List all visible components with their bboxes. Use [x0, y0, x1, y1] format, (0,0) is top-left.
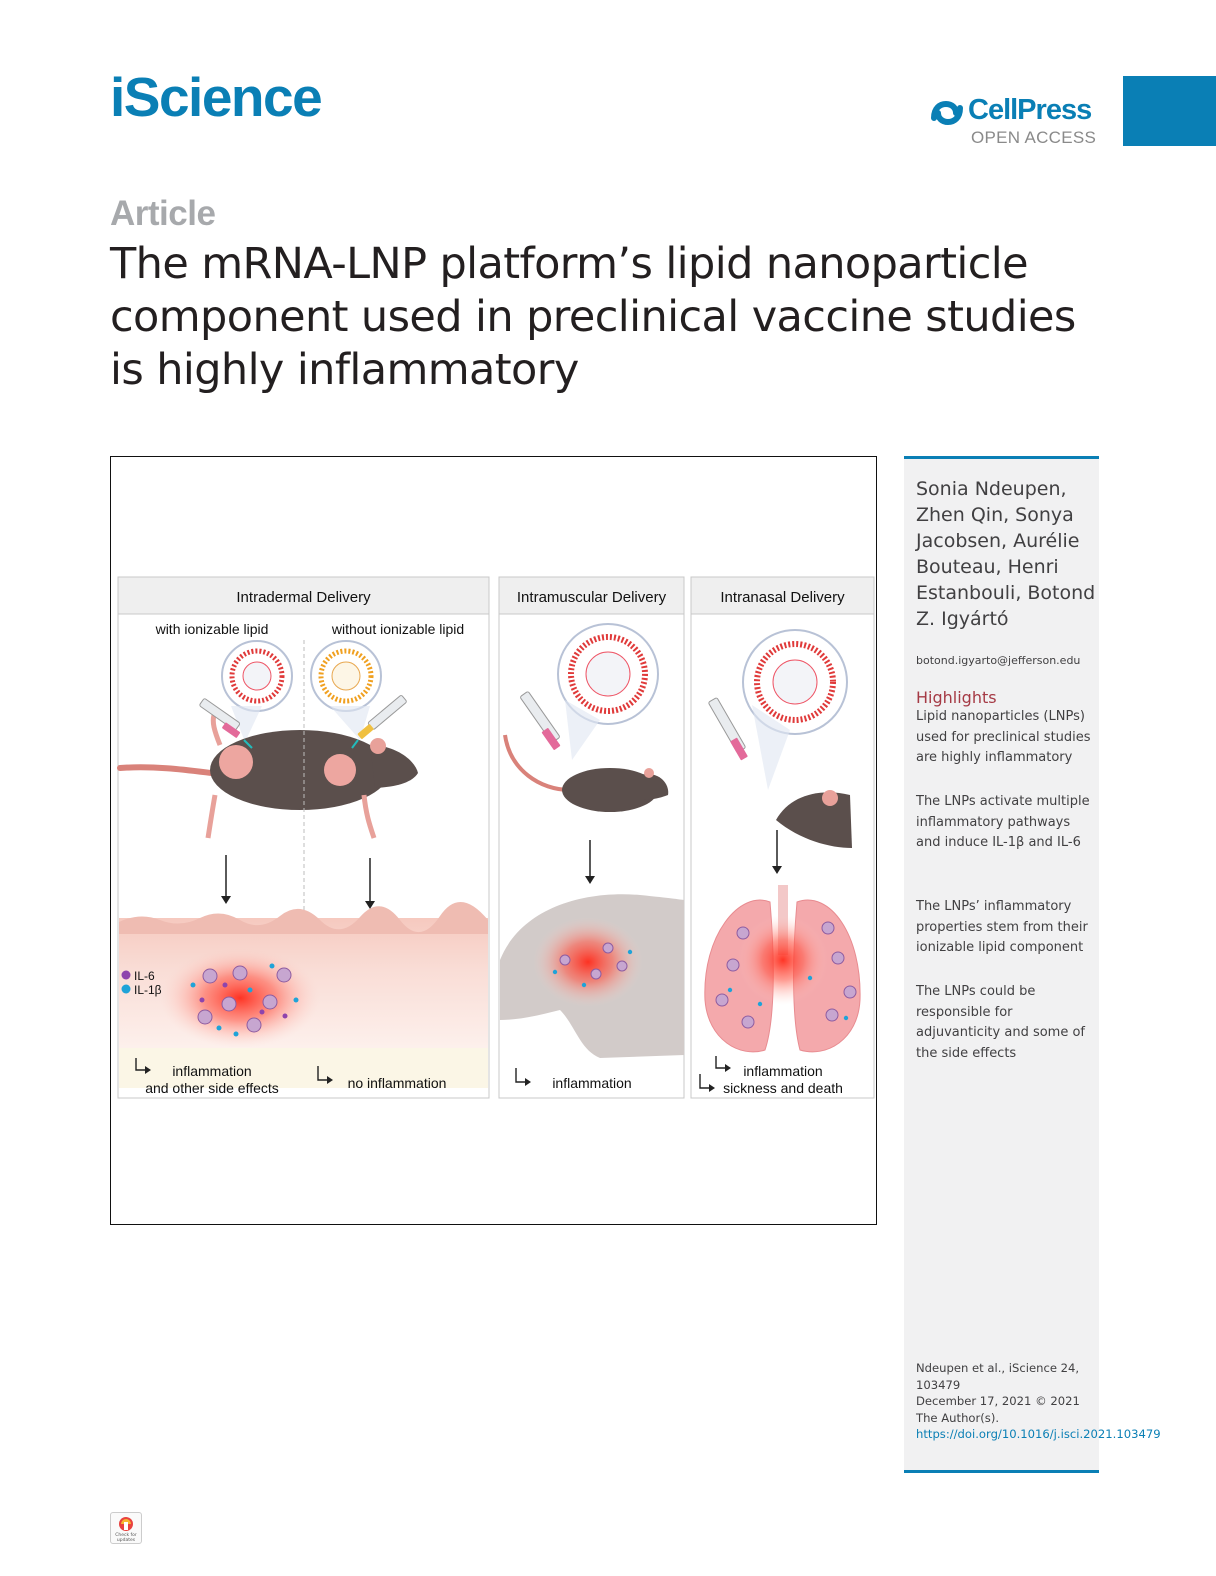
- citation-date: December 17, 2021 © 2021 The Author(s).: [916, 1394, 1080, 1425]
- citation-reference: Ndeupen et al., iScience 24, 103479: [916, 1361, 1080, 1392]
- panel-title-intranasal: Intranasal Delivery: [720, 589, 845, 606]
- syringe-icon: [520, 691, 561, 750]
- legend-il1b: IL-1β: [134, 983, 162, 997]
- syringe-icon: [199, 698, 253, 749]
- article-title: The mRNA-LNP platform’s lipid nanopartic…: [110, 239, 1076, 395]
- update-badge-icon: [119, 1517, 133, 1531]
- syringe-icon: [351, 695, 407, 749]
- label-without-ionizable-lipid: without ionizable lipid: [331, 621, 464, 637]
- cellpress-icon: [931, 100, 963, 126]
- corner-accent-bar: [1123, 76, 1216, 146]
- lnp-orange-icon: [310, 640, 382, 712]
- outcome-no-inflammation: no inflammation: [348, 1075, 447, 1091]
- mouse-head-icon: [776, 790, 852, 848]
- outcome-side-effects: and other side effects: [145, 1080, 279, 1096]
- check-for-updates-button[interactable]: Check for updates: [110, 1512, 142, 1544]
- article-type: Article: [110, 194, 216, 233]
- outcome-inflammation: inflammation: [172, 1063, 251, 1079]
- outcome-sickness-death: sickness and death: [723, 1080, 843, 1096]
- syringe-icon: [708, 697, 748, 761]
- lnp-red-icon: [221, 640, 293, 712]
- highlight-item: Lipid nanoparticles (LNPs) used for prec…: [916, 709, 1091, 765]
- label-with-ionizable-lipid: with ionizable lipid: [155, 621, 269, 637]
- journal-logo: iScience: [110, 66, 323, 128]
- corresponding-email[interactable]: botond.igyarto@jefferson.edu: [916, 654, 1081, 667]
- panel-title-intradermal: Intradermal Delivery: [236, 589, 371, 606]
- mouse-icon: [503, 734, 669, 812]
- panel-title-intramuscular: Intramuscular Delivery: [517, 589, 667, 606]
- panel-intranasal: Intranasal Delivery: [690, 576, 875, 1099]
- lnp-red-icon: [557, 623, 659, 725]
- mouse-icon: [117, 714, 418, 839]
- highlights-heading: Highlights: [916, 688, 997, 707]
- highlight-item: The LNPs’ inflammatory properties stem f…: [916, 899, 1088, 955]
- legend-il6: IL-6: [134, 969, 155, 983]
- lnp-red-icon: [742, 629, 848, 735]
- il1b-legend-dot: [121, 984, 131, 994]
- citation-block: Ndeupen et al., iScience 24, 103479 Dece…: [916, 1360, 1161, 1443]
- panel-intramuscular: Intramuscular Delivery infl: [498, 576, 685, 1099]
- highlight-item: The LNPs could be responsible for adjuva…: [916, 984, 1085, 1061]
- outcome-inflammation-in: inflammation: [743, 1063, 822, 1079]
- highlight-item: The LNPs activate multiple inflammatory …: [916, 794, 1090, 850]
- author-list: Sonia Ndeupen, Zhen Qin, Sonya Jacobsen,…: [916, 478, 1096, 630]
- outcome-inflammation-im: inflammation: [552, 1075, 631, 1091]
- sidebar: [904, 456, 1099, 1473]
- check-for-updates-label: Check for updates: [115, 1533, 137, 1543]
- graphical-abstract-frame: [110, 456, 877, 1225]
- panel-intradermal: Intradermal Delivery with ionizable lipi…: [117, 576, 490, 1099]
- doi-link[interactable]: https://doi.org/10.1016/j.isci.2021.1034…: [916, 1427, 1161, 1442]
- publisher-name: CellPress: [968, 94, 1092, 126]
- graphical-abstract: Intradermal Delivery with ionizable lipi…: [117, 576, 875, 1099]
- open-access-label: OPEN ACCESS: [971, 128, 1097, 147]
- il6-legend-dot: [121, 970, 131, 980]
- immune-cell-icon: [197, 965, 292, 1033]
